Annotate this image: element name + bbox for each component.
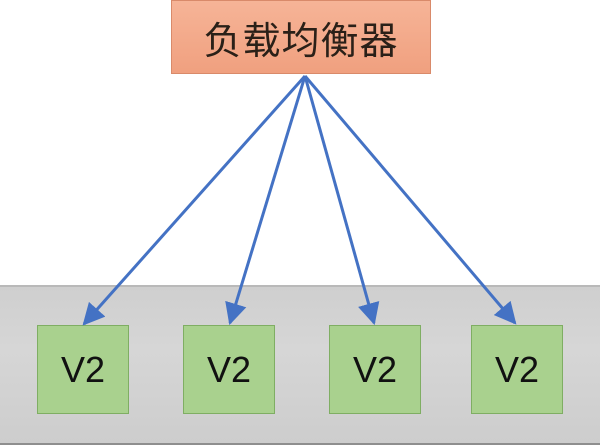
load-balancer-box: 负载均衡器 <box>171 0 431 74</box>
server-node: V2 <box>37 325 129 414</box>
load-balancer-label: 负载均衡器 <box>203 18 399 63</box>
server-label: V2 <box>494 348 540 390</box>
server-label: V2 <box>352 348 398 390</box>
server-node: V2 <box>471 325 563 414</box>
server-label: V2 <box>60 348 106 390</box>
server-label: V2 <box>206 348 252 390</box>
server-node: V2 <box>329 325 421 414</box>
server-node: V2 <box>183 325 275 414</box>
